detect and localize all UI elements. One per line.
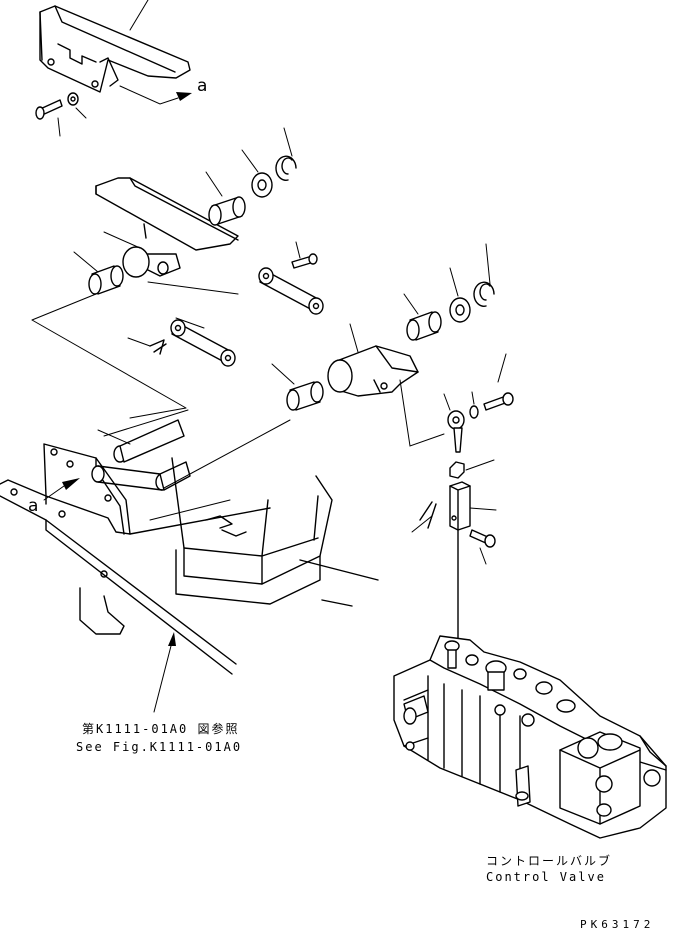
control-valve-label-english: Control Valve — [486, 870, 606, 884]
clevis-pin — [291, 241, 318, 269]
rod-end-washer — [469, 391, 479, 419]
lever-bracket — [327, 323, 419, 397]
view-a-arrow-left — [43, 478, 80, 501]
hex-nut — [449, 459, 495, 479]
pedal-snap-ring — [275, 127, 297, 181]
rod-connector — [449, 481, 497, 531]
link-lower — [170, 319, 236, 367]
shaft-bushing — [271, 363, 324, 411]
rod-guide-lines — [399, 379, 445, 447]
lever-snap-ring — [473, 243, 495, 307]
link-upper — [258, 267, 324, 315]
pedal — [95, 177, 239, 278]
connector-bolt — [469, 529, 496, 565]
reference-arrow — [153, 632, 176, 713]
control-valve — [393, 635, 667, 839]
connector-spring-pin — [411, 501, 437, 533]
floor-plate — [0, 479, 379, 675]
control-valve-label-japanese: コントロールバルブ — [486, 854, 613, 868]
cover-bolt — [35, 92, 87, 137]
view-a-arrow-top — [119, 85, 192, 105]
pedal-bracket — [43, 419, 191, 535]
rod-end-bolt — [483, 353, 514, 411]
pedal-bushing — [205, 171, 246, 226]
lever-bushing — [403, 293, 442, 341]
bracket-guide-lines — [97, 409, 291, 521]
pedal-cover — [39, 0, 191, 93]
left-bushing — [73, 251, 124, 295]
floor-pocket — [171, 457, 333, 605]
reference-label-english: See Fig.K1111-01A0 — [76, 740, 243, 754]
drawing-number: PK63172 — [580, 918, 655, 931]
lever-washer — [449, 267, 471, 323]
view-a-callout-left: a — [28, 496, 39, 516]
rod-end — [443, 393, 465, 453]
pedal-washer — [241, 149, 273, 198]
linkage-guide-lines — [31, 281, 239, 419]
cotter-pin — [127, 337, 167, 355]
reference-label-japanese: 第K1111-01A0 図参照 — [82, 722, 240, 736]
view-a-callout-top: a — [197, 76, 208, 96]
